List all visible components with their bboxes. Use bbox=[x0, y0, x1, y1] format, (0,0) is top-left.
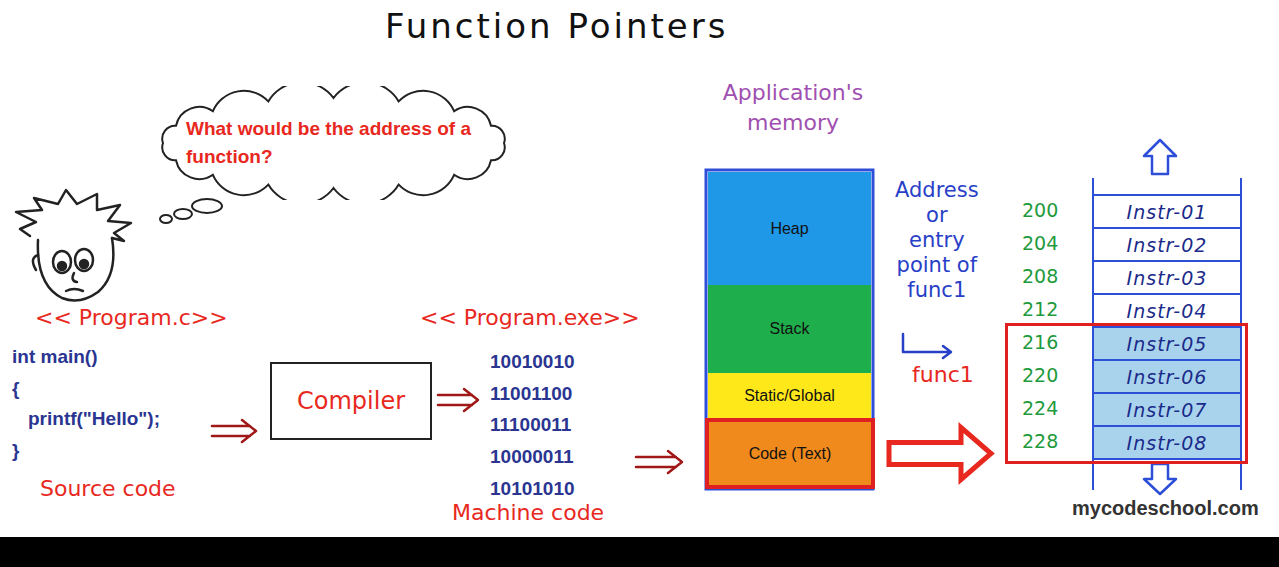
address-number: 220 bbox=[1022, 364, 1058, 387]
binary-line: 11001100 bbox=[490, 383, 572, 405]
cloud-path bbox=[162, 86, 504, 200]
node-label: Stack bbox=[769, 320, 809, 338]
caption-note: Machine code bbox=[452, 500, 604, 526]
address-number: 208 bbox=[1022, 265, 1058, 288]
block-arrow bbox=[889, 428, 991, 480]
instruction-cell: Instr-06 bbox=[1092, 359, 1242, 394]
instruction-cell: Instr-01 bbox=[1092, 194, 1242, 229]
cloud-outline bbox=[150, 86, 517, 200]
code-line: printf("Hello"); bbox=[28, 408, 160, 430]
node-label: Heap bbox=[770, 220, 808, 238]
compiler-box: Compiler bbox=[270, 362, 432, 440]
node-label: Static/Global bbox=[744, 387, 835, 405]
memory-segment: Code (Text) bbox=[705, 418, 875, 489]
node-label: Instr-07 bbox=[1127, 399, 1208, 421]
thought-bubble: What would be the address of a function? bbox=[150, 86, 517, 200]
address-number: 224 bbox=[1022, 397, 1058, 420]
memory-title: Application's memory bbox=[688, 78, 898, 138]
down-arrow bbox=[1144, 464, 1176, 494]
instruction-cell: Instr-05 bbox=[1092, 326, 1242, 361]
address-note: Address or entry point of func1 bbox=[895, 178, 979, 303]
node-label: Instr-06 bbox=[1127, 366, 1208, 388]
address-number: 200 bbox=[1022, 199, 1058, 222]
code-line: int main() bbox=[12, 346, 98, 368]
address-number: 212 bbox=[1022, 298, 1058, 321]
memory-segment: Static/Global bbox=[708, 373, 871, 418]
address-number: 204 bbox=[1022, 232, 1058, 255]
node-label: Instr-05 bbox=[1127, 333, 1208, 355]
file-name: << Program.exe>> bbox=[420, 305, 640, 331]
node-label: What would be the address of a function? bbox=[186, 115, 481, 171]
node-label: Compiler bbox=[297, 387, 405, 415]
node-label: Instr-02 bbox=[1127, 234, 1208, 256]
instruction-cell: Instr-03 bbox=[1092, 260, 1242, 295]
node-label: Instr-03 bbox=[1127, 267, 1208, 289]
binary-line: 10000011 bbox=[490, 446, 574, 468]
node-label: Instr-08 bbox=[1127, 432, 1208, 454]
memory-segment: Stack bbox=[708, 285, 871, 373]
binary-line: 10010010 bbox=[490, 351, 575, 373]
code-line: { bbox=[12, 378, 19, 400]
instruction-cell: Instr-07 bbox=[1092, 392, 1242, 427]
block-heading: func1 bbox=[912, 362, 974, 387]
thought-trail bbox=[160, 199, 222, 223]
binary-line: 11100011 bbox=[490, 414, 571, 436]
watermark: mycodeschool.com bbox=[1072, 497, 1259, 520]
address-number: 216 bbox=[1022, 331, 1058, 354]
node-label: Code (Text) bbox=[749, 445, 832, 463]
code-line: } bbox=[12, 440, 19, 462]
instruction-cell: Instr-02 bbox=[1092, 227, 1242, 262]
memory-column-lines bbox=[1093, 178, 1241, 490]
node-label: Instr-04 bbox=[1127, 300, 1208, 322]
diagram-title: Function Pointers bbox=[385, 6, 728, 46]
address-number: 228 bbox=[1022, 430, 1058, 453]
bottom-band bbox=[0, 537, 1279, 567]
binary-line: 10101010 bbox=[490, 478, 575, 500]
memory-segment: Heap bbox=[708, 172, 871, 285]
file-name: << Program.c>> bbox=[35, 305, 228, 331]
instruction-cell: Instr-08 bbox=[1092, 425, 1242, 460]
cartoon-face bbox=[16, 190, 131, 300]
up-arrow bbox=[1144, 140, 1176, 174]
pointer-arrow bbox=[903, 334, 951, 358]
caption-note: Source code bbox=[40, 476, 176, 502]
node-label: Instr-01 bbox=[1127, 201, 1208, 223]
